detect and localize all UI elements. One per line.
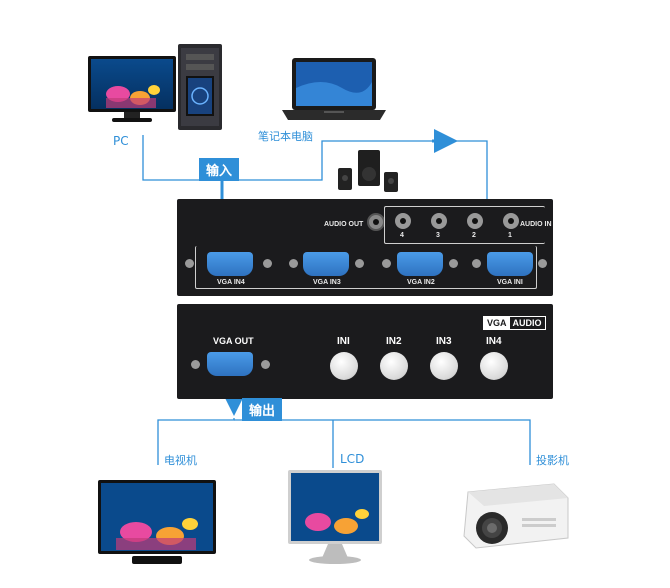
screw-icon	[289, 259, 298, 268]
logo-vga: VGA	[484, 317, 510, 329]
laptop-icon	[282, 58, 386, 122]
input-3-button[interactable]	[430, 352, 458, 380]
audio-in-bracket	[384, 206, 545, 244]
audio-out-label: AUDIO OUT	[324, 221, 364, 228]
projector-label: 投影机	[536, 454, 569, 467]
vga-in1-label: VGA INI	[497, 279, 523, 286]
audio-number-2: 2	[472, 232, 476, 239]
input-4-button[interactable]	[480, 352, 508, 380]
screw-icon	[261, 360, 270, 369]
audio-in-jack-4	[395, 213, 411, 229]
screw-icon	[472, 259, 481, 268]
output-tag: 输出	[242, 398, 283, 421]
audio-in-jack-2	[467, 213, 483, 229]
screw-icon	[382, 259, 391, 268]
vga-in4-port	[207, 252, 253, 276]
audio-in-label: AUDIO IN	[520, 221, 552, 228]
audio-in-jack-3	[431, 213, 447, 229]
vga-out-port	[207, 352, 253, 376]
vga-in1-port	[487, 252, 533, 276]
button-label-in2: IN2	[386, 336, 402, 347]
pc-monitor-icon	[88, 56, 176, 122]
button-label-in3: IN3	[436, 336, 452, 347]
screw-icon	[449, 259, 458, 268]
vga-in-bracket	[195, 246, 537, 289]
button-label-in1: INI	[337, 336, 350, 347]
pc-tower-icon	[178, 44, 222, 130]
logo-audio: AUDIO	[512, 318, 542, 328]
vga-in2-label: VGA IN2	[407, 279, 435, 286]
tv-label: 电视机	[164, 454, 197, 467]
screw-icon	[263, 259, 272, 268]
vga-in3-port	[303, 252, 349, 276]
speaker-icon	[338, 148, 400, 194]
audio-number-3: 3	[436, 232, 440, 239]
input-tag: 输入	[199, 158, 240, 181]
projector-icon	[462, 478, 570, 556]
audio-number-1: 1	[508, 232, 512, 239]
switch-back-panel: AUDIO OUT AUDIO IN 4 3 2 1 VGA IN4 VGA I…	[177, 199, 553, 296]
input-2-button[interactable]	[380, 352, 408, 380]
vga-in3-label: VGA IN3	[313, 279, 341, 286]
screw-icon	[355, 259, 364, 268]
audio-in-jack-1	[503, 213, 519, 229]
pc-label: PC	[113, 134, 129, 148]
vga-in4-label: VGA IN4	[217, 279, 245, 286]
tv-icon	[98, 480, 216, 566]
lcd-monitor-icon	[288, 470, 382, 566]
audio-number-4: 4	[400, 232, 404, 239]
vga-audio-logo: VGA AUDIO	[483, 316, 546, 330]
input-1-button[interactable]	[330, 352, 358, 380]
vga-in2-port	[397, 252, 443, 276]
lcd-label: LCD	[340, 452, 365, 466]
switch-front-panel: VGA AUDIO VGA OUT INI IN2 IN3 IN4	[177, 304, 553, 399]
audio-out-jack	[367, 213, 385, 231]
laptop-label: 笔记本电脑	[258, 130, 313, 143]
screw-icon	[191, 360, 200, 369]
screw-icon	[538, 259, 547, 268]
screw-icon	[185, 259, 194, 268]
button-label-in4: IN4	[486, 336, 502, 347]
vga-out-label: VGA OUT	[213, 336, 254, 346]
